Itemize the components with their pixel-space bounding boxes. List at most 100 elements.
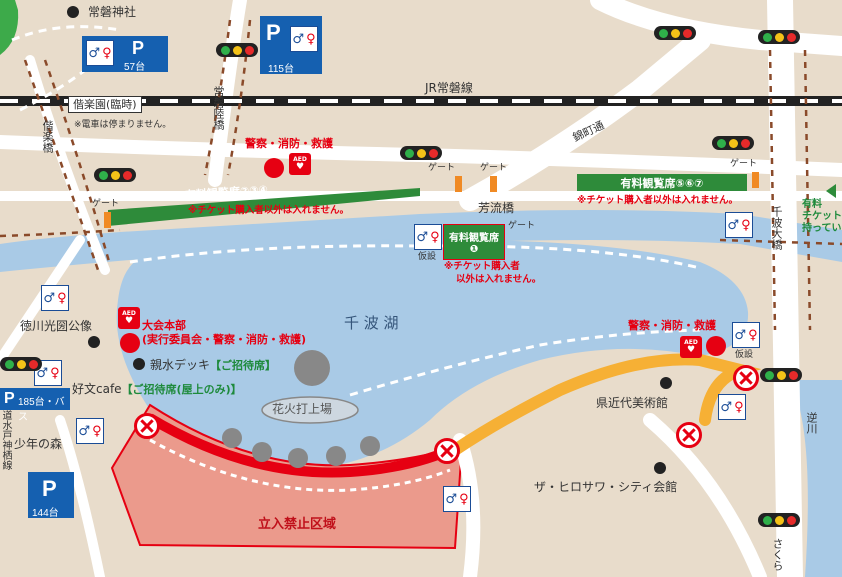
gate-marker-icon xyxy=(490,176,497,192)
sakura-st-label: さくら xyxy=(771,538,784,571)
kairaku-bridge-label: 偕楽橋 xyxy=(41,120,54,153)
parking-icon: P xyxy=(4,390,15,407)
traffic-signal-icon xyxy=(712,136,754,150)
sakura-river xyxy=(790,380,842,577)
no-entry-icon xyxy=(434,438,460,464)
parking-144: P 144台 xyxy=(28,472,74,519)
hq-label: 大会本部 xyxy=(142,319,186,332)
traffic-signal-icon xyxy=(216,43,258,57)
toilet-icon: ♂♀ xyxy=(41,285,69,311)
temporary-label-2: 仮設 xyxy=(735,350,754,360)
toilet-icon: ♂♀ xyxy=(443,486,471,512)
museum-label: 県近代美術館 xyxy=(596,396,669,410)
toilet-icon: ♂♀ xyxy=(290,26,318,52)
toilet-icon: ♂♀ xyxy=(414,224,442,250)
restricted-red-line xyxy=(147,413,453,478)
right-edge-1: 有料 xyxy=(802,199,822,210)
jr-line-label: JR常磐線 xyxy=(425,81,473,95)
toilet-icon: ♂♀ xyxy=(732,322,760,348)
police-right-marker-icon xyxy=(706,336,726,356)
toilet-icon: ♂♀ xyxy=(86,40,114,66)
hq-marker-icon xyxy=(120,333,140,353)
toilet-icon: ♂♀ xyxy=(76,418,104,444)
horyu-bridge-label: 芳流橋 xyxy=(478,201,515,215)
traffic-signal-icon xyxy=(94,168,136,182)
police-right-label: 警察・消防・救護 xyxy=(628,319,716,332)
traffic-signal-icon xyxy=(0,357,42,371)
restricted-area-label: 立入禁止区域 xyxy=(258,517,337,532)
landmark-dot-icon xyxy=(88,336,100,348)
hotel-label: ザ・ヒロサワ・シティ会館 xyxy=(534,480,678,494)
aed-hq-icon: AED♥ xyxy=(118,307,140,329)
no-entry-icon xyxy=(134,413,160,439)
gate-marker-icon xyxy=(104,212,111,228)
traffic-signal-icon xyxy=(654,26,696,40)
landmark-dot-icon xyxy=(133,358,145,370)
gate-label-4: ゲート xyxy=(730,159,758,169)
gate-label-1: ゲート xyxy=(92,199,120,209)
gate-marker-icon xyxy=(455,176,462,192)
landmark-dot-icon xyxy=(660,377,672,389)
station-label: 偕楽園(臨時) xyxy=(68,96,142,113)
senba-bridge-label: 千波大橋 xyxy=(770,206,783,250)
parking-icon: P xyxy=(266,20,281,45)
temporary-label-1: 仮設 xyxy=(418,252,437,262)
restricted-dash-line xyxy=(149,438,451,492)
parking-bus: P 185台・バス xyxy=(0,388,70,423)
lake xyxy=(116,239,749,470)
shrine-label: 常磐神社 xyxy=(88,5,137,19)
train-note: ※電車は停まりません。 xyxy=(74,120,172,130)
parking-count: 57台 xyxy=(124,62,146,73)
right-edge-3: 持ってい xyxy=(802,223,842,234)
paid-seats-1-label: 有料観覧席 xyxy=(449,233,499,244)
traffic-signal-icon xyxy=(760,368,802,382)
kobun-cafe-label: 好文cafe【ご招待席(屋上のみ)】 xyxy=(72,382,242,396)
youth-forest-label: 少年の森 xyxy=(14,437,63,451)
traffic-signal-icon xyxy=(758,30,800,44)
gate-marker-icon xyxy=(752,172,759,188)
toilet-icon: ♂♀ xyxy=(718,394,746,420)
parking-icon: P xyxy=(132,38,145,58)
firework-shells xyxy=(222,350,380,468)
brown-paths xyxy=(0,19,842,331)
park-area xyxy=(0,0,19,55)
bus-note: 185台・バス xyxy=(18,397,65,423)
traffic-signal-icon xyxy=(758,513,800,527)
lake-label: 千 波 湖 xyxy=(344,314,399,332)
side-left-label: 県道水戸神栖線 xyxy=(0,400,11,470)
right-edge-2: チケット xyxy=(802,211,842,222)
ticket-note-center-1: ※チケット購入者 xyxy=(444,261,520,272)
toilet-icon: ♂♀ xyxy=(725,212,753,238)
aed-right-icon: AED♥ xyxy=(680,336,702,358)
dashed-paths xyxy=(11,25,701,397)
ticket-note-right: ※チケット購入者以外は入れません。 xyxy=(577,195,738,206)
no-entry-icon xyxy=(676,422,702,448)
gate-label-5: ゲート xyxy=(508,221,536,231)
police-top-label: 警察・消防・救護 xyxy=(245,137,333,150)
tokiwa-bridge-label: 常磐陸橋 xyxy=(212,86,225,130)
paid-seats-567-banner: 有料観覧席⑤⑥⑦ xyxy=(577,174,747,191)
parking-count: 144台 xyxy=(32,508,59,519)
parking-count: 115台 xyxy=(268,64,294,75)
landmark-dot-icon xyxy=(654,462,666,474)
gate-label-3: ゲート xyxy=(480,163,508,173)
parking-icon: P xyxy=(42,476,57,501)
no-entry-icon xyxy=(733,365,759,391)
sakura-river-label: 逆川 xyxy=(805,412,818,434)
hq-sub-label: (実行委員会・警察・消防・救護) xyxy=(142,333,307,346)
police-top-marker-icon xyxy=(264,158,284,178)
shrine-marker-icon xyxy=(67,6,79,18)
launch-site-label: 花火打上場 xyxy=(272,402,333,416)
paid-seat-band xyxy=(108,188,420,226)
ticket-note-left: ※チケット購入者以外は入れません。 xyxy=(188,205,349,216)
aed-top-icon: AED♥ xyxy=(289,153,311,175)
launch-site-oval xyxy=(261,396,359,424)
gate-label-2: ゲート xyxy=(428,163,456,173)
paid-seats-1-box: 有料観覧席 ❶ xyxy=(443,224,505,260)
green-arrow-icon xyxy=(826,184,836,198)
tokugawa-statue-label: 徳川光圀公像 xyxy=(20,319,93,333)
orange-route xyxy=(449,353,762,456)
shinsui-deck-label: 親水デッキ【ご招待席】 xyxy=(150,358,277,372)
paid-seats-1-num: ❶ xyxy=(469,244,479,255)
